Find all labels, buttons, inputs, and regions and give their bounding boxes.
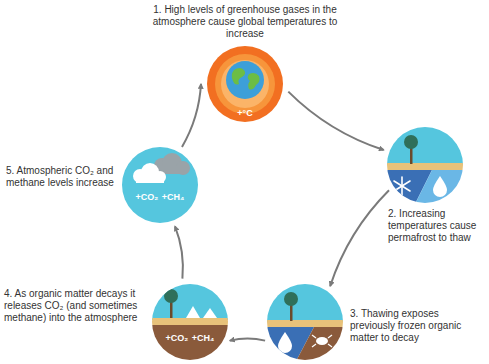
step-caption: 1. High levels of greenhouse gases in th… bbox=[140, 4, 350, 40]
cycle-circle: 2. Increasing temperatures cause permafr… bbox=[387, 127, 463, 203]
cycle-arrow bbox=[230, 339, 265, 341]
cycle-arrow bbox=[175, 226, 183, 278]
gas-label: +CO₂ bbox=[136, 192, 159, 202]
atmosphere-icon bbox=[120, 145, 200, 225]
decay-icon bbox=[150, 282, 230, 364]
gas-label: +°C bbox=[237, 108, 252, 118]
cycle-arrow bbox=[182, 84, 201, 147]
cycle-circle: 5. Atmospheric CO₂ and methane levels in… bbox=[122, 147, 198, 223]
cycle-circle: 1. High levels of greenhouse gases in th… bbox=[207, 46, 283, 122]
step-caption: 4. As organic matter decays it releases … bbox=[4, 288, 146, 324]
step-caption: 5. Atmospheric CO₂ and methane levels in… bbox=[6, 165, 114, 189]
cycle-circle: 4. As organic matter decays it releases … bbox=[152, 284, 228, 360]
gas-label: +CO₂ bbox=[166, 333, 189, 343]
cycle-arrow bbox=[288, 92, 383, 150]
thaw-icon bbox=[265, 280, 345, 364]
cycle-circle: 3. Thawing exposes previously frozen org… bbox=[267, 284, 343, 360]
globe-icon bbox=[207, 46, 283, 122]
permafrost-icon bbox=[380, 120, 470, 210]
step-caption: 3. Thawing exposes previously frozen org… bbox=[350, 308, 478, 344]
step-caption: 2. Increasing temperatures cause permafr… bbox=[388, 208, 486, 244]
cycle-arrow bbox=[330, 190, 389, 286]
gas-label: +CH₄ bbox=[162, 192, 185, 202]
gas-label: +CH₄ bbox=[192, 333, 215, 343]
